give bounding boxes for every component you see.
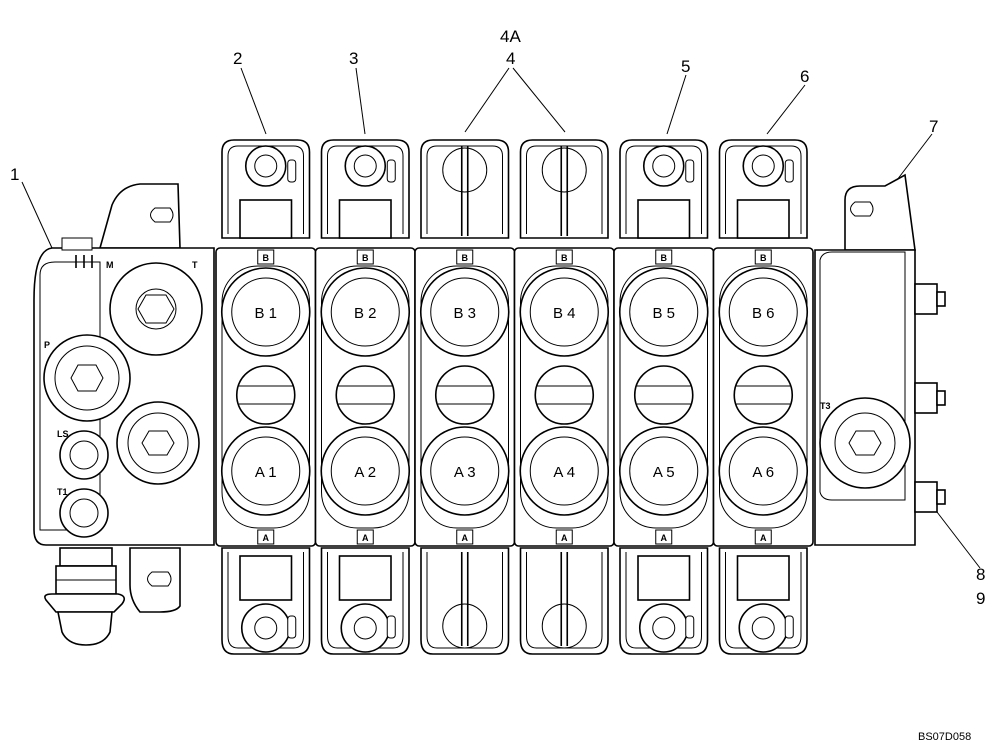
section-4: B 4 A 4 B A <box>513 139 615 655</box>
mark-a: A <box>760 533 767 543</box>
port-label-b: B 4 <box>553 305 576 322</box>
tie-rod-nuts <box>914 283 946 513</box>
callout-9: 9 <box>976 589 985 608</box>
label-t1: T1 <box>57 487 68 497</box>
mark-a: A <box>362 533 369 543</box>
inlet-section <box>33 183 215 646</box>
port-label-a: A 6 <box>752 464 774 481</box>
port-label-b: B 6 <box>752 305 775 322</box>
port-label-a: A 4 <box>553 464 575 481</box>
mark-b: B <box>462 253 469 263</box>
mark-b: B <box>362 253 369 263</box>
callout-2: 2 <box>233 49 242 68</box>
mark-a: A <box>462 533 469 543</box>
section-2: B 2 A 2 B A <box>314 139 416 655</box>
callout-labels: 1 2 3 4A 4 5 6 7 8 9 BS07D058 <box>10 27 985 743</box>
mark-a: A <box>661 533 668 543</box>
leader-lines <box>21 67 981 569</box>
callout-7: 7 <box>929 117 938 136</box>
callout-3: 3 <box>349 49 358 68</box>
port-label-b: B 2 <box>354 305 377 322</box>
callout-4a: 4A <box>500 27 521 46</box>
port-label-a: A 3 <box>454 464 476 481</box>
label-ls: LS <box>57 429 69 439</box>
callout-1: 1 <box>10 165 19 184</box>
port-label-b: B 1 <box>254 305 277 322</box>
section-6: B 6 A 6 B A <box>712 139 814 655</box>
mark-b: B <box>263 253 270 263</box>
section-3: B 3 A 3 B A <box>414 139 516 655</box>
section-5: B 5 A 5 B A <box>613 139 715 655</box>
callout-4: 4 <box>506 49 515 68</box>
mark-a: A <box>263 533 270 543</box>
callout-5: 5 <box>681 57 690 76</box>
mark-b: B <box>760 253 767 263</box>
end-cover <box>814 173 946 546</box>
callout-8: 8 <box>976 565 985 584</box>
label-m: M <box>106 260 114 270</box>
mark-a: A <box>561 533 568 543</box>
port-label-b: B 3 <box>453 305 476 322</box>
port-label-a: A 1 <box>255 464 277 481</box>
section-1: B 1 A 1 B A <box>215 139 317 655</box>
mark-b: B <box>661 253 668 263</box>
port-label-a: A 5 <box>653 464 675 481</box>
port-label-b: B 5 <box>652 305 675 322</box>
work-sections: B 1 A 1 B A B 2 A 2 B A B 3 A 3 B A B 4 A 4 B A B 5 A 5 B A… <box>215 139 814 655</box>
label-t3: T3 <box>820 401 831 411</box>
drawing-code: BS07D058 <box>918 731 971 743</box>
callout-6: 6 <box>800 67 809 86</box>
port-label-a: A 2 <box>354 464 376 481</box>
inlet-labels: P T M LS T1 T3 <box>44 260 831 497</box>
mark-b: B <box>561 253 568 263</box>
label-p: P <box>44 340 50 350</box>
label-t: T <box>192 260 198 270</box>
